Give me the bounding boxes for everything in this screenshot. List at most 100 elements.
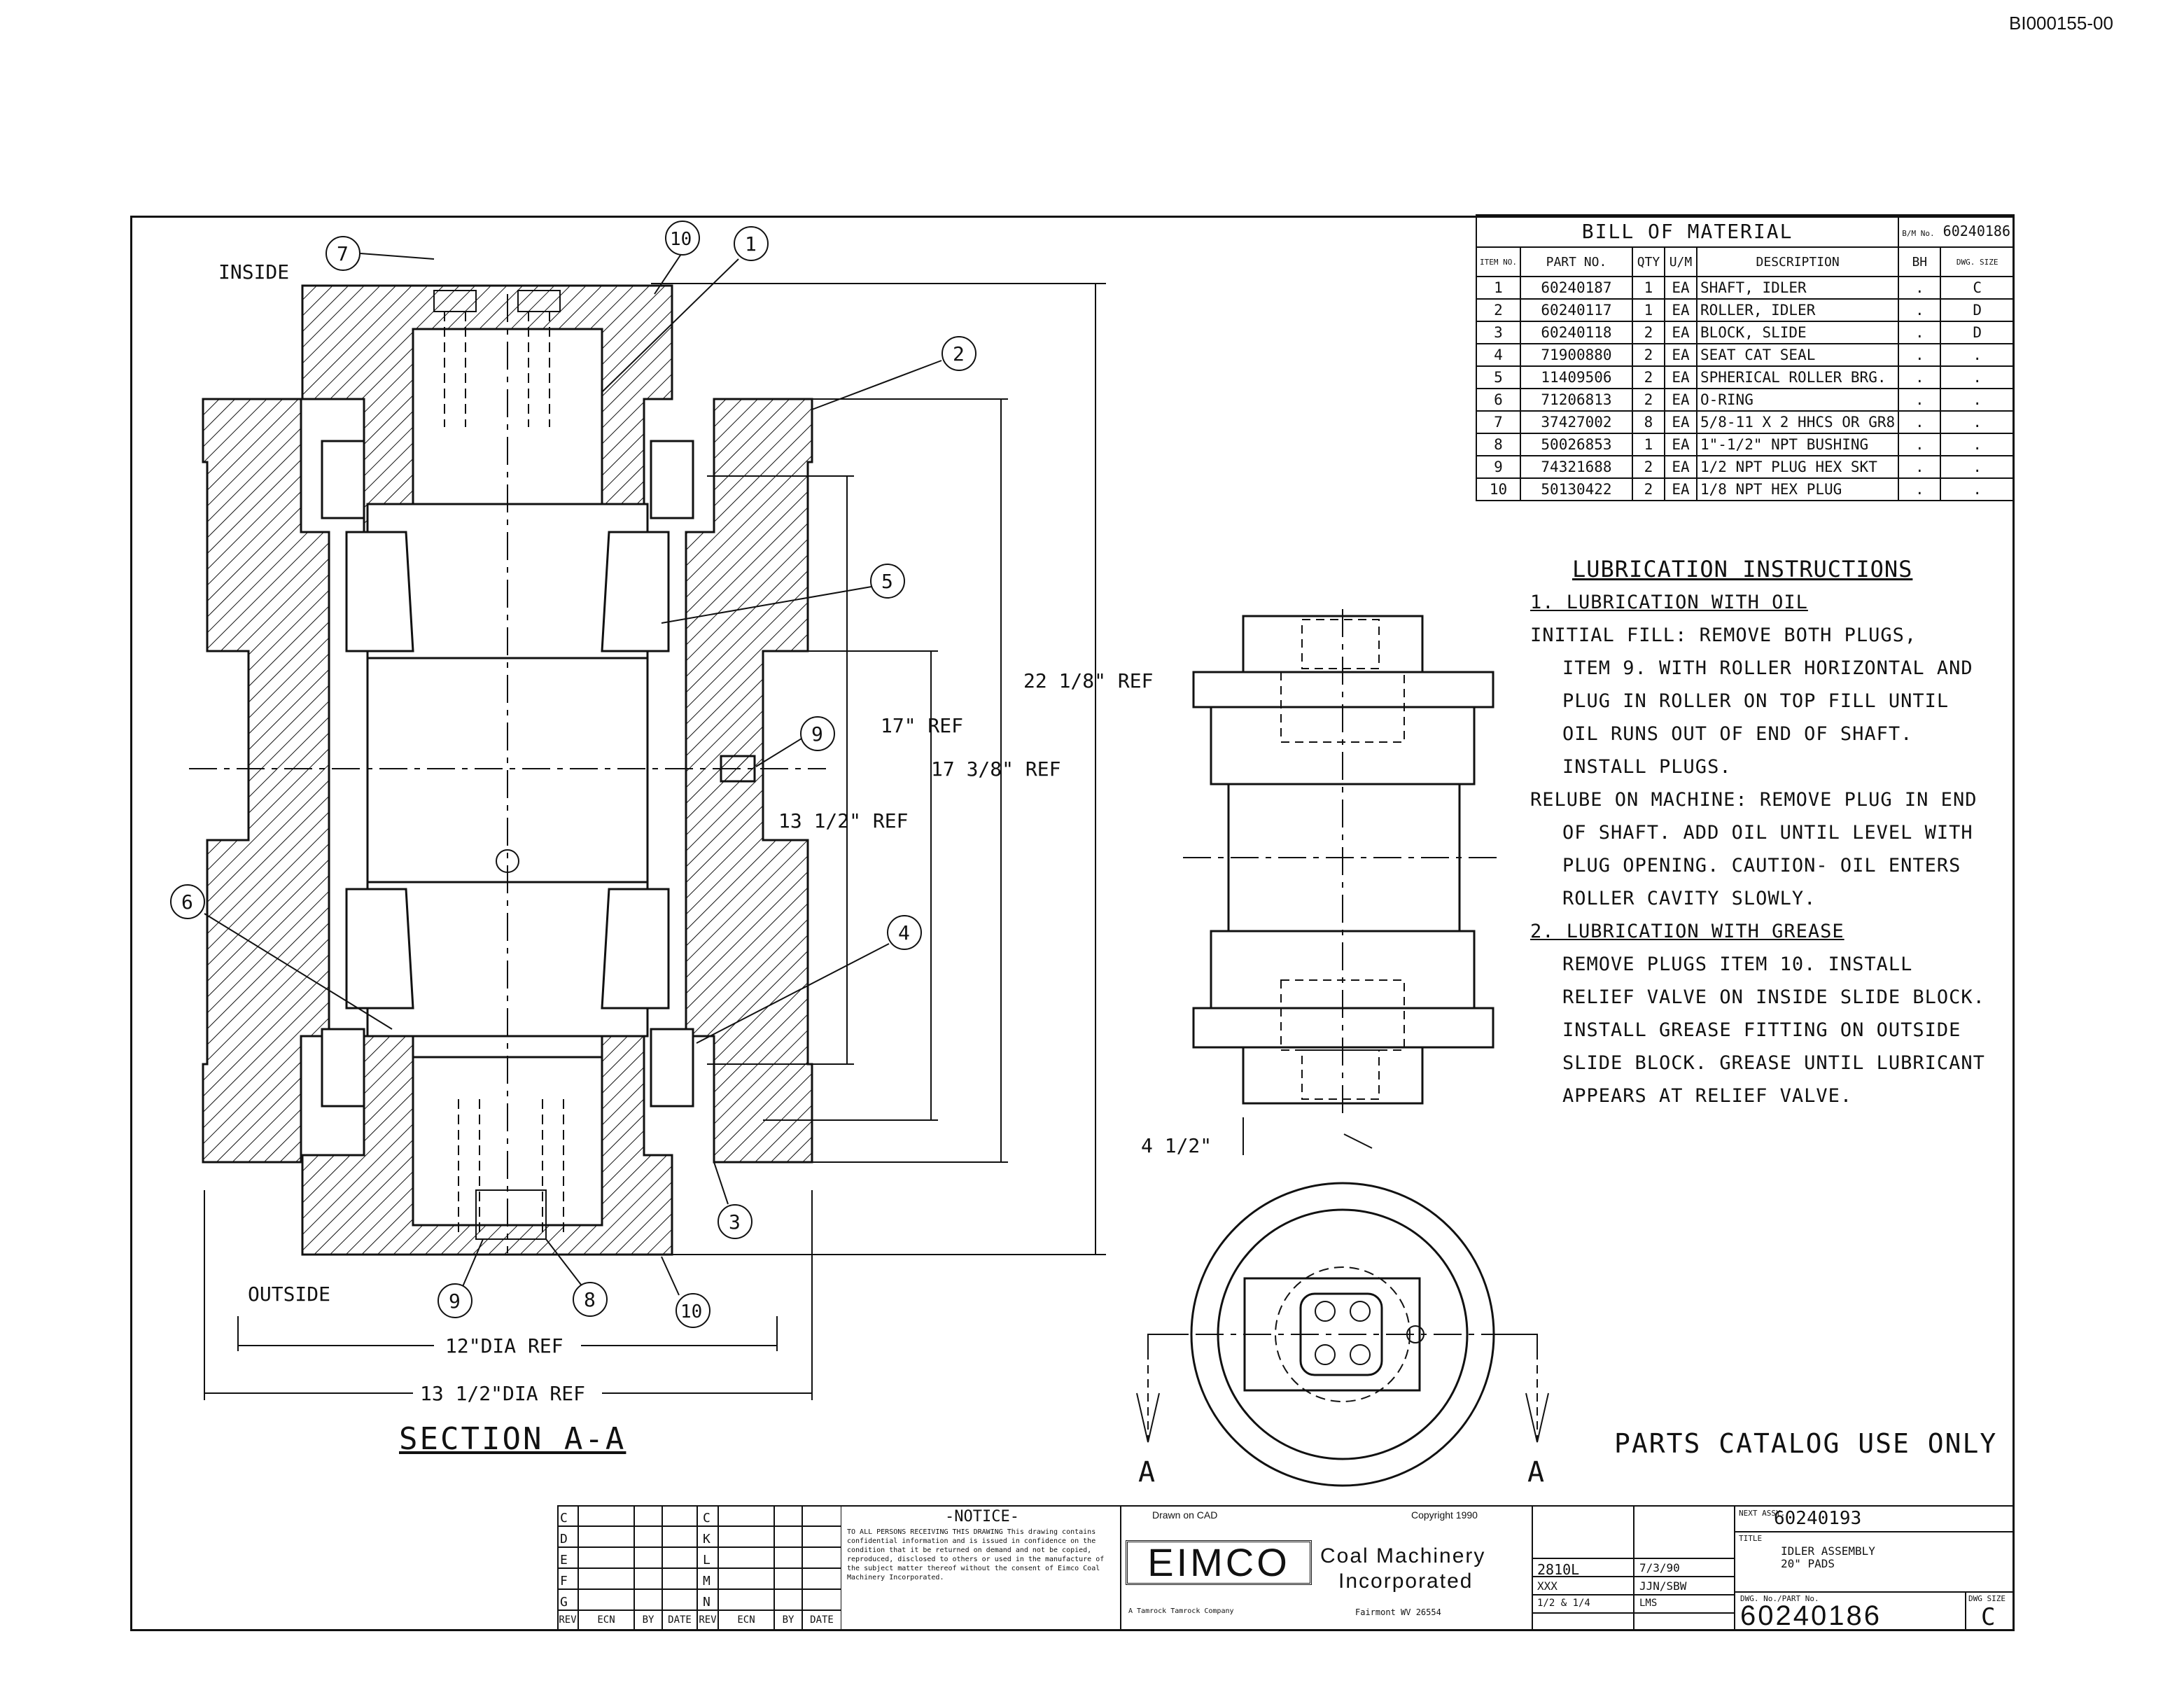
bom-cell-bh: . <box>1898 410 1942 434</box>
section-mark-a-right: A <box>1527 1456 1544 1488</box>
bom-cell-item: 9 <box>1476 455 1521 479</box>
bom-cell-um: EA <box>1663 388 1698 412</box>
dim-22: 22 1/8" REF <box>1023 669 1153 692</box>
svg-text:2: 2 <box>953 342 965 365</box>
balloon-4: 4 <box>696 915 922 1044</box>
notice-title: -NOTICE- <box>945 1508 1019 1525</box>
bom-cell-part: 71206813 <box>1519 388 1633 412</box>
bom-cell-size: C <box>1940 276 2015 300</box>
bom-cell-um: EA <box>1663 365 1698 389</box>
lube-line: ITEM 9. WITH ROLLER HORIZONTAL AND <box>1562 657 1973 679</box>
bom-cell-item: 7 <box>1476 410 1521 434</box>
bom-cell-item: 2 <box>1476 298 1521 322</box>
balloon-10-top: 10 <box>654 221 700 295</box>
bom-cell-size: . <box>1940 365 2015 389</box>
balloon-2: 2 <box>811 336 976 410</box>
company-line2: Incorporated <box>1338 1570 1474 1593</box>
bom-cell-bh: . <box>1898 321 1942 344</box>
bom-cell-item: 3 <box>1476 321 1521 344</box>
bom-cell-qty: 2 <box>1631 455 1665 479</box>
drawn-on-cad: Drawn on CAD <box>1152 1509 1218 1521</box>
bill-of-material-table: BILL OF MATERIAL B/M No. 60240186 ITEM N… <box>1475 214 2015 501</box>
bom-cell-desc: ROLLER, IDLER <box>1695 298 1900 322</box>
dwg-size-label: DWG SIZE <box>1968 1594 2005 1603</box>
bom-cell-qty: 2 <box>1631 477 1665 501</box>
seal-top-right <box>650 440 694 519</box>
checked-by: LMS <box>1639 1598 1658 1609</box>
bom-cell-qty: 2 <box>1631 388 1665 412</box>
dimension-lines <box>204 283 1106 1400</box>
dim-4-12: 4 1/2" <box>1141 1134 1212 1157</box>
section-label: SECTION A-A <box>399 1421 626 1457</box>
bom-cell-item: 5 <box>1476 365 1521 389</box>
title-line1: IDLER ASSEMBLY <box>1781 1544 1875 1558</box>
bom-cell-qty: 1 <box>1631 433 1665 456</box>
document-id: BI000155-00 <box>2009 13 2113 34</box>
lubrication-instructions: LUBRICATION INSTRUCTIONS 1. LUBRICATION … <box>1530 553 2020 1112</box>
lube-line: ROLLER CAVITY SLOWLY. <box>1562 888 1816 909</box>
lube-line: INITIAL FILL: REMOVE BOTH PLUGS, <box>1530 624 1917 646</box>
rev-letter: C <box>560 1511 568 1525</box>
bolts-top <box>433 290 561 427</box>
dim-17-38: 17 3/8" REF <box>931 757 1060 781</box>
svg-text:1: 1 <box>745 232 757 256</box>
rev-letter: E <box>560 1553 568 1567</box>
dwg-number: 60240186 <box>1740 1600 1882 1631</box>
bom-cell-desc: SHAFT, IDLER <box>1695 276 1900 300</box>
lube-oil-heading: 1. LUBRICATION WITH OIL <box>1530 592 1808 613</box>
lube-line: INSTALL GREASE FITTING ON OUTSIDE <box>1562 1019 1961 1041</box>
bom-cell-qty: 1 <box>1631 276 1665 300</box>
balloon-8: 8 <box>545 1238 608 1317</box>
bom-cell-bh: . <box>1898 276 1942 300</box>
bom-title: BILL OF MATERIAL <box>1475 214 1900 248</box>
model: 2810L <box>1537 1561 1580 1578</box>
bearing-bottom-left <box>345 888 414 1010</box>
lube-line: OIL RUNS OUT OF END OF SHAFT. <box>1562 723 1913 745</box>
company-sub: A Tamrock Tamrock Company <box>1128 1607 1234 1615</box>
parts-catalog-note: PARTS CATALOG USE ONLY <box>1614 1428 1998 1459</box>
svg-text:5: 5 <box>881 570 893 593</box>
next-assy: 60240193 <box>1774 1508 1862 1529</box>
inside-label: INSIDE <box>218 260 289 284</box>
company-city: Fairmont WV 26554 <box>1355 1607 1441 1617</box>
lube-line: APPEARS AT RELIEF VALVE. <box>1562 1085 1853 1107</box>
rev-letter: F <box>560 1574 568 1588</box>
bom-cell-item: 8 <box>1476 433 1521 456</box>
bom-cell-desc: SPHERICAL ROLLER BRG. <box>1695 365 1900 389</box>
svg-text:8: 8 <box>584 1288 596 1311</box>
weight: XXX <box>1537 1579 1558 1593</box>
data-grid <box>1532 1505 2015 1631</box>
svg-text:7: 7 <box>337 242 349 265</box>
bom-cell-bh: . <box>1898 365 1942 389</box>
bom-cell-qty: 8 <box>1631 410 1665 434</box>
seal-top-left <box>321 440 365 519</box>
bom-cell-desc: 1/2 NPT PLUG HEX SKT <box>1695 455 1900 479</box>
svg-text:10: 10 <box>670 229 692 250</box>
bom-cell-part: 50130422 <box>1519 477 1633 501</box>
bom-cell-size: D <box>1940 321 2015 344</box>
bom-cell-part: 50026853 <box>1519 433 1633 456</box>
section-mark-a-left: A <box>1138 1456 1155 1488</box>
bom-cell-desc: 1/8 NPT HEX PLUG <box>1695 477 1900 501</box>
bom-cell-size: . <box>1940 433 2015 456</box>
rev-header: ECN <box>737 1614 755 1626</box>
dim-17: 17" REF <box>881 714 963 737</box>
title-line2: 20" PADS <box>1781 1557 1835 1570</box>
company-line1: Coal Machinery <box>1320 1544 1486 1567</box>
elevation-view <box>1183 609 1498 1155</box>
balloons: 7 10 1 2 5 9 6 4 3 9 8 10 <box>170 221 976 1328</box>
bom-cell-qty: 2 <box>1631 365 1665 389</box>
rev-header: DATE <box>668 1614 692 1626</box>
lube-line: INSTALL PLUGS. <box>1562 756 1732 778</box>
bom-cell-um: EA <box>1663 477 1698 501</box>
scale: 1/2 & 1/4 <box>1537 1598 1590 1609</box>
bom-cell-desc: SEAT CAT SEAL <box>1695 343 1900 367</box>
bearing-top-left <box>345 531 414 652</box>
bom-cell-part: 11409506 <box>1519 365 1633 389</box>
